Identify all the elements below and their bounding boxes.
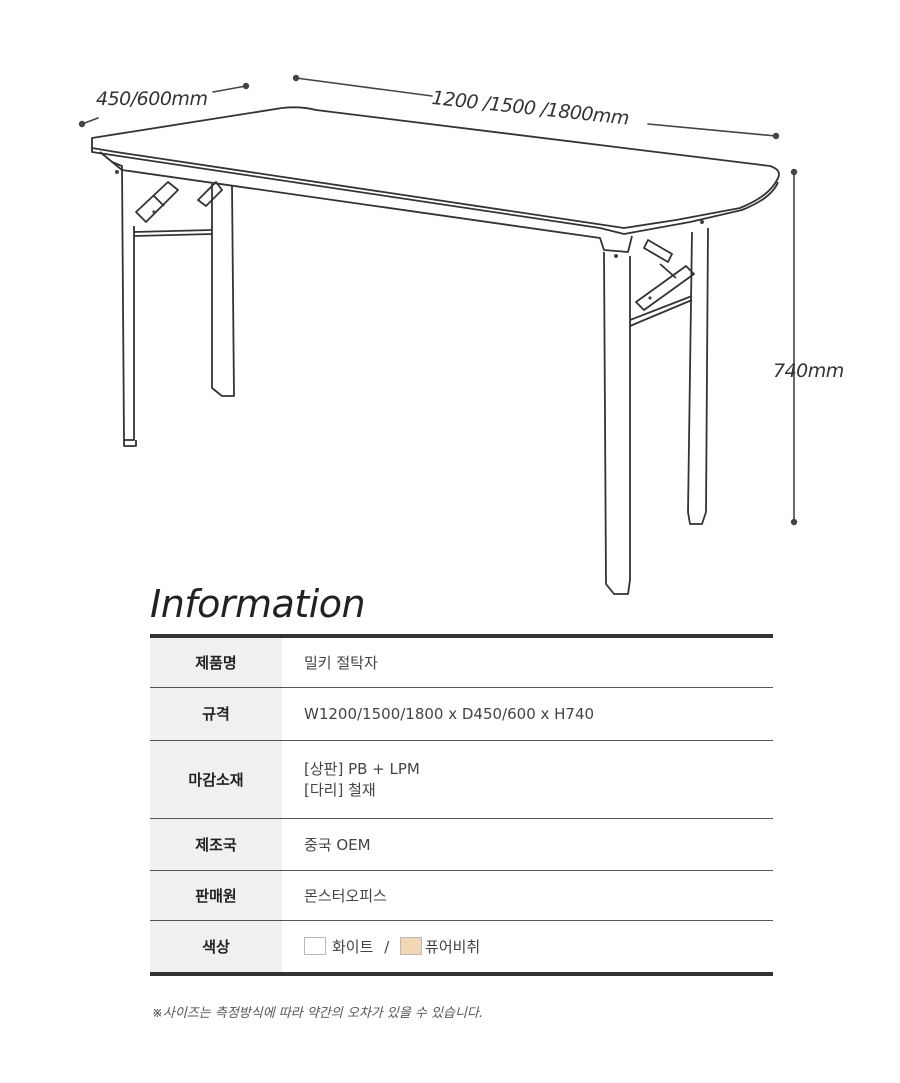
- spec-label: 판매원: [150, 870, 282, 921]
- color-beech-label: 퓨어비취: [425, 937, 481, 956]
- spec-label: 마감소재: [150, 740, 282, 819]
- spec-value: 중국 OEM: [282, 818, 773, 871]
- table-row: 제품명 밀키 절탁자: [150, 636, 773, 688]
- table-row: 제조국 중국 OEM: [150, 818, 773, 871]
- beech-color-swatch: [400, 936, 423, 955]
- material-top: [상판] PB + LPM: [304, 760, 420, 778]
- depth-dimension-label: 450/600mm: [96, 88, 208, 110]
- spec-label: 규격: [150, 687, 282, 741]
- table-row: 마감소재 [상판] PB + LPM [다리] 철재: [150, 740, 773, 819]
- spec-value: [상판] PB + LPM [다리] 철재: [282, 740, 773, 819]
- height-dimension-label: 740mm: [773, 360, 844, 382]
- color-separator: /: [384, 937, 390, 956]
- spec-value: 밀키 절탁자: [282, 636, 773, 688]
- info-title: Information: [150, 582, 366, 626]
- spec-value: 화이트 / 퓨어비취: [282, 920, 773, 974]
- spec-label: 제조국: [150, 818, 282, 871]
- color-white-label: 화이트: [332, 937, 374, 956]
- spec-value: 몬스터오피스: [282, 870, 773, 921]
- table-row: 색상 화이트 / 퓨어비취: [150, 920, 773, 974]
- spec-label: 색상: [150, 920, 282, 974]
- size-notice: ※사이즈는 측정방식에 따라 약간의 오차가 있을 수 있습니다.: [152, 1006, 483, 1021]
- spec-label: 제품명: [150, 636, 282, 688]
- table-row: 판매원 몬스터오피스: [150, 870, 773, 921]
- spec-table: 제품명 밀키 절탁자 규격 W1200/1500/1800 x D450/600…: [150, 634, 773, 976]
- white-color-swatch: [304, 936, 326, 955]
- spec-value: W1200/1500/1800 x D450/600 x H740: [282, 687, 773, 741]
- table-row: 규격 W1200/1500/1800 x D450/600 x H740: [150, 687, 773, 741]
- table-drawing: [78, 74, 798, 595]
- material-legs: [다리] 철재: [304, 781, 376, 799]
